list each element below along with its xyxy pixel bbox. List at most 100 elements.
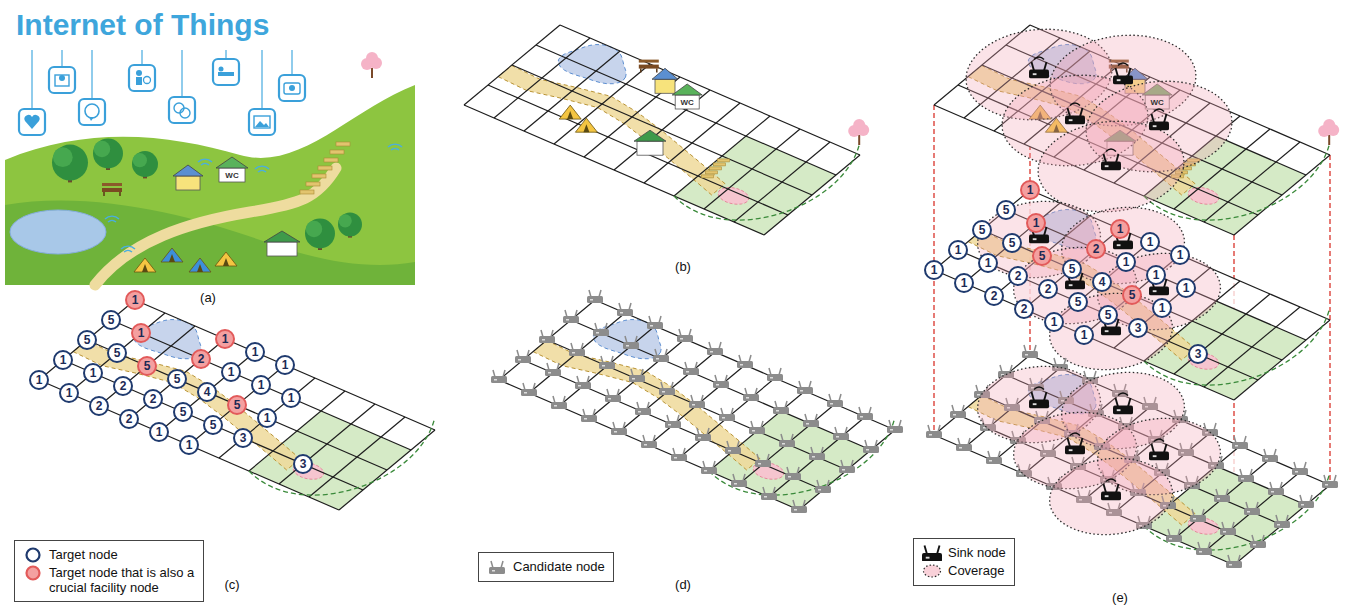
antenna <box>1152 444 1155 453</box>
tent-icon <box>575 118 597 132</box>
target-node: 1 <box>179 435 199 455</box>
iot-icon <box>279 75 305 101</box>
target-node: 5 <box>996 200 1016 220</box>
candidate-node-icon <box>587 290 603 303</box>
grid-line <box>769 417 865 497</box>
tree-icon <box>338 212 362 237</box>
antenna <box>761 421 763 428</box>
candidate-node-icon <box>665 415 681 428</box>
candidate-node-icon <box>815 480 831 493</box>
router-body <box>521 389 537 396</box>
router-body <box>797 387 813 394</box>
candidate-node-icon <box>779 434 795 447</box>
router-body <box>1262 455 1278 462</box>
building-icon <box>216 157 248 182</box>
antenna <box>1294 462 1296 469</box>
map-layer <box>934 25 1339 235</box>
candidate-node-icon <box>827 394 843 407</box>
map-layer <box>39 300 435 510</box>
target-node: 2 <box>143 389 163 409</box>
antenna <box>551 330 553 337</box>
antenna <box>491 561 493 568</box>
antenna <box>659 316 661 323</box>
wifi-arc <box>124 250 132 252</box>
tent-body <box>215 252 237 266</box>
router-body <box>743 394 759 401</box>
wifi-arc <box>1118 393 1128 396</box>
antenna <box>1032 62 1035 71</box>
antenna <box>785 401 787 408</box>
ground-plane <box>39 300 435 510</box>
wifi-arc <box>121 246 135 249</box>
router-light <box>662 391 665 393</box>
candidate-node-icon <box>803 414 819 427</box>
sink-node-icon <box>1101 149 1121 170</box>
router-body <box>1166 535 1182 542</box>
antenna <box>689 329 691 336</box>
tree-trunk <box>371 68 373 78</box>
node-value: 1 <box>222 333 229 345</box>
node-value: 5 <box>1003 204 1010 216</box>
antenna <box>1252 535 1254 542</box>
router-body <box>887 426 903 433</box>
sink-node-icon <box>1029 387 1049 408</box>
router-light <box>989 460 992 462</box>
router-light <box>866 449 869 451</box>
antenna <box>1104 154 1107 163</box>
router-light <box>794 509 797 511</box>
target-node: 1 <box>29 370 49 390</box>
router-light <box>554 405 557 407</box>
grid-line <box>499 300 595 380</box>
candidate-node-icon <box>1226 555 1242 568</box>
legend-text: Sink node <box>948 545 1006 560</box>
router-body <box>1149 452 1169 461</box>
node-value: 5 <box>979 224 986 236</box>
tree-crown <box>132 151 158 177</box>
wifi-signal <box>121 246 135 252</box>
antenna <box>1044 62 1047 71</box>
router-light <box>1253 544 1256 546</box>
ground-plane <box>934 25 1330 235</box>
building-wall <box>637 141 663 155</box>
antenna <box>607 389 609 396</box>
target-node: 1 <box>1176 278 1196 298</box>
legend-sample <box>922 563 942 579</box>
bench-seat <box>639 65 659 69</box>
grid-line <box>1204 472 1300 552</box>
antenna <box>1334 475 1336 482</box>
antenna <box>1068 108 1071 117</box>
router-light <box>656 358 659 360</box>
person-head <box>136 70 142 76</box>
icon-string <box>141 50 143 65</box>
router-body <box>1065 446 1085 455</box>
wifi-arc <box>1034 387 1044 390</box>
antenna <box>1274 449 1276 456</box>
bed-glyph <box>218 72 234 76</box>
router-body <box>1322 481 1338 488</box>
tree-crown <box>339 214 352 227</box>
candidate-node-icon <box>725 441 741 454</box>
antenna <box>749 355 751 362</box>
candidate-node-icon <box>707 342 723 355</box>
antenna <box>962 405 964 412</box>
sign-text: WC <box>225 171 238 180</box>
router-body <box>922 553 942 561</box>
target-node: 3 <box>293 454 313 474</box>
router-body <box>1244 508 1260 515</box>
target-node: 1 <box>131 323 151 343</box>
stair-step <box>306 182 320 186</box>
tent-door <box>169 254 175 262</box>
building-icon <box>634 130 666 155</box>
target-node: 1 <box>1170 245 1190 265</box>
router-light <box>1325 484 1328 486</box>
router-body <box>1029 70 1049 79</box>
grid-line <box>799 430 895 510</box>
router-body <box>707 348 723 355</box>
node-value: 5 <box>1105 309 1112 321</box>
target-node: 3 <box>1188 344 1208 364</box>
grid-line <box>595 300 895 430</box>
target-node: 2 <box>984 286 1004 306</box>
iot-icon <box>129 65 155 91</box>
wifi-arc <box>255 166 269 169</box>
antenna <box>587 376 589 383</box>
